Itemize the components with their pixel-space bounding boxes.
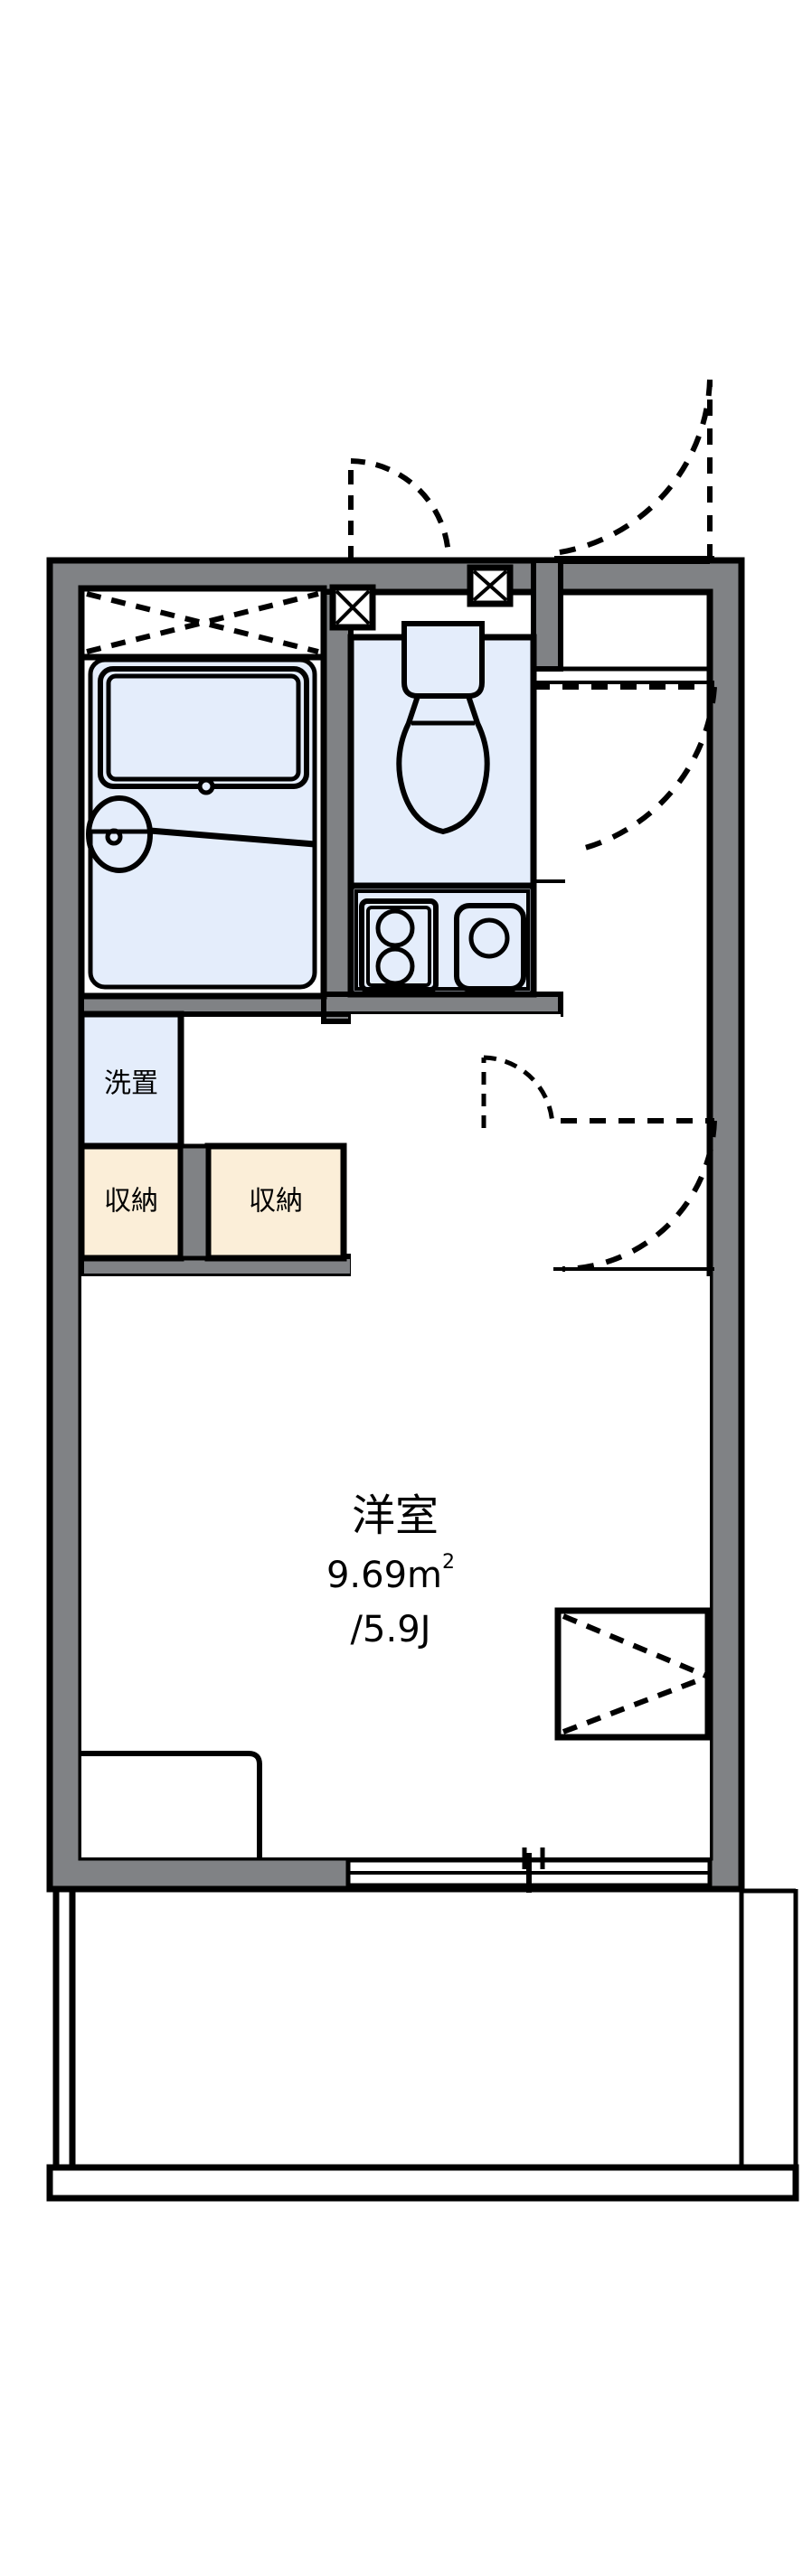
overhead-cupboard [78,585,327,661]
toilet-cistern [401,621,485,699]
south-wall-threshold-marks [522,1847,545,1869]
balcony [46,1888,799,2202]
corridor-door [533,681,717,852]
entrance-door [553,379,714,560]
room-door-swing-arc [562,1120,717,1272]
storage-closet-right: 収納 [204,1142,347,1262]
vent-hatch-2 [467,564,514,607]
vent-hatch [329,584,376,631]
room-door [553,1118,717,1272]
overhead-cupboard-door-line-a [86,591,319,654]
vent-hatch-x-b [335,589,371,625]
wall-entry-north [531,558,563,672]
corridor-door-swing-arc [578,686,717,852]
main-room-closet-box [554,1607,713,1741]
toilet-bowl [396,693,490,835]
washer-space-box [78,1011,184,1150]
balcony-sliding-door [345,1853,713,1893]
closet-folding-door-line-b [562,1674,710,1735]
entry-hall-floor [351,1014,561,1276]
main-room-area: 9.69m2 [326,1551,455,1596]
kitchen [347,879,565,998]
toilet-door [348,458,451,560]
closet-divider-wall [178,1143,211,1261]
main-room-area-value: 9.69m [326,1555,442,1596]
overhead-cupboard-box [78,585,327,661]
main-room-tatami: /5.9J [351,1609,431,1650]
bathtub-inner [106,673,301,782]
wall-bath-toilet-divider [321,589,354,1024]
stove-burner-icon-2 [375,946,415,986]
vanity-counter-edge [149,827,316,846]
main-room-closet [554,1607,713,1741]
shoe-cabinet-door [481,1055,555,1128]
vent-hatch-2-x-b [472,569,508,602]
entrance-door-swing-arc [553,379,713,556]
balcony-railing [46,2164,799,2202]
floor-step-outline [81,1751,262,1857]
shoe-cabinet-door-swing-arc [483,1055,555,1127]
storage-closet-right-label: 収納 [249,1186,303,1217]
bathtub-drain-icon [197,777,215,795]
main-room-name: 洋室 [352,1490,439,1541]
sink-drain-icon [468,917,510,959]
unit-bath [78,647,327,1000]
toilet-door-swing-arc [350,458,451,559]
main-room-floor [81,1276,710,1857]
storage-closet-left: 収納 [78,1142,184,1262]
toilet-room [347,621,537,889]
main-room-area-superscript: 2 [442,1551,455,1574]
washer-space: 洗置 [78,1011,184,1150]
main-room: 洋室 9.69m2 /5.9J [81,1276,713,1857]
stove-burner-icon-1 [375,908,415,948]
storage-closet-left-label: 収納 [104,1186,158,1217]
overhead-cupboard-door-line-b [86,591,319,654]
window-north [561,560,710,595]
closet-folding-door-line-a [562,1613,710,1679]
washer-space-label: 洗置 [104,1068,158,1100]
